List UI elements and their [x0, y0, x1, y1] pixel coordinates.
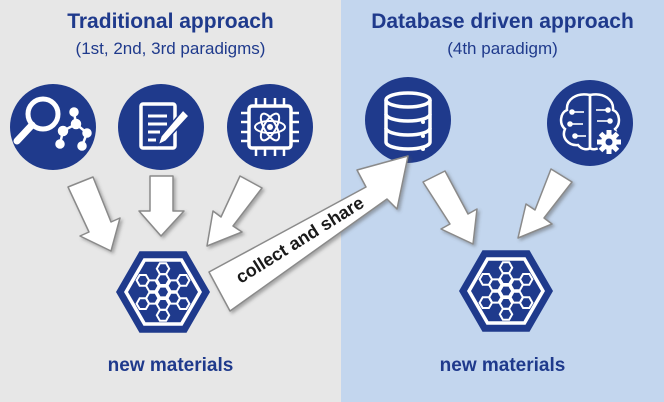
arrow-left-1 [67, 176, 121, 252]
database-title: Database driven approach [371, 10, 634, 33]
arrow-left-2 [138, 175, 185, 237]
hexagon-material-icon-left [116, 251, 210, 333]
traditional-title: Traditional approach [67, 10, 274, 33]
document-pencil-icon [118, 84, 204, 170]
arrow-right-1 [422, 170, 478, 245]
brain-gear-icon [547, 80, 633, 166]
collect-share-label: collect and share [232, 192, 367, 287]
collect-share-arrow [208, 155, 409, 312]
hexagon-material-icon-right [459, 250, 553, 332]
database-icon [365, 77, 451, 163]
database-footer: new materials [439, 355, 566, 376]
database-subtitle: (4th paradigm) [447, 39, 558, 58]
magnifier-molecule-icon [10, 84, 96, 170]
traditional-footer: new materials [107, 355, 234, 376]
chip-atom-icon [227, 84, 313, 170]
arrow-right-2 [517, 168, 573, 239]
arrow-left-3 [206, 175, 263, 247]
traditional-subtitle: (1st, 2nd, 3rd paradigms) [75, 39, 266, 58]
